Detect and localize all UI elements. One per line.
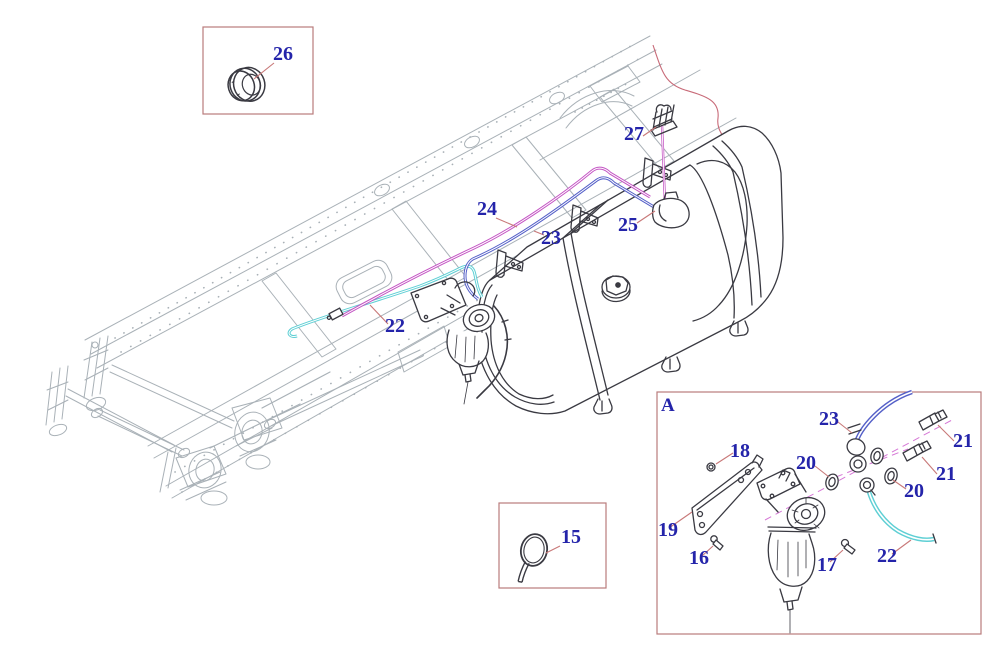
fuel-tank-body — [476, 125, 784, 415]
tank-bracket — [642, 157, 672, 188]
leader-line — [829, 549, 844, 563]
leader-line — [369, 304, 389, 325]
tank-strap — [570, 199, 609, 396]
bolt-16 — [710, 535, 724, 551]
leader-line — [668, 511, 693, 529]
detail-view-label: A — [661, 395, 675, 416]
nut-18 — [706, 462, 716, 472]
leader-line — [533, 230, 545, 236]
banjo-bolt-21 — [918, 409, 948, 431]
tank-bracket — [495, 249, 524, 278]
leader-line — [921, 456, 938, 475]
leader-line — [253, 62, 275, 80]
leader-line — [545, 545, 561, 554]
bolt-17 — [840, 538, 856, 555]
leader-line — [636, 210, 656, 224]
leader-line — [701, 545, 714, 557]
callout-a20b-label: 20 — [904, 480, 924, 502]
fuel-filler-cap — [601, 275, 631, 303]
leader-line — [495, 217, 518, 228]
filter-bowl — [446, 329, 490, 368]
line-end-fitting — [326, 307, 344, 321]
callout-24-label: 24 — [477, 198, 497, 220]
leader-line — [892, 479, 907, 490]
tank-bracket — [570, 204, 599, 233]
rear-axles — [45, 335, 424, 506]
tank-feet — [593, 320, 749, 415]
tank-strap — [712, 145, 753, 306]
callout-a18-label: 18 — [730, 440, 750, 462]
crossmember — [599, 88, 675, 170]
tank-right-rim — [689, 164, 735, 319]
fuel-line-22-cyan — [287, 264, 484, 338]
callout-23-label: 23 — [541, 227, 561, 249]
tank-outlet-fitting-25 — [651, 191, 690, 229]
assembly-centerline — [835, 448, 909, 478]
inset-box-grommet — [202, 26, 314, 115]
leader-lines — [253, 62, 955, 563]
callout-26-label: 26 — [273, 43, 293, 65]
leader-line — [937, 424, 955, 442]
callout-22-label: 22 — [385, 315, 405, 337]
callout-a22-label: 22 — [877, 545, 897, 567]
detail-dark-parts — [691, 409, 948, 634]
banjo-bolt-21 — [902, 440, 932, 462]
callout-a17-label: 17 — [817, 554, 837, 576]
callout-a20a-label: 20 — [796, 452, 816, 474]
tank-top-edge — [489, 164, 691, 281]
callout-a21b-label: 21 — [936, 463, 956, 485]
fuel-tank — [476, 125, 784, 415]
tank-strap — [721, 140, 762, 298]
crossmember — [511, 136, 587, 219]
fuel-line-24-magenta — [341, 124, 667, 318]
callout-a19-label: 19 — [658, 519, 678, 541]
callout-a21a-label: 21 — [953, 430, 973, 452]
leader-line — [837, 421, 853, 434]
callout-27-label: 27 — [624, 123, 644, 145]
tank-strap — [562, 204, 601, 401]
crossmember — [261, 272, 337, 358]
callout-a16-label: 16 — [689, 547, 709, 569]
inset-box-ring — [498, 502, 607, 589]
washer-20 — [870, 447, 884, 465]
pipe-clamp-bracket-27 — [650, 104, 678, 137]
detail-box-a — [656, 389, 982, 635]
callout-25-label: 25 — [618, 214, 638, 236]
leader-line — [891, 539, 912, 555]
detail-hose-22-cyan — [866, 491, 935, 542]
hose-union-fitting — [846, 423, 937, 544]
filter-bowl — [767, 532, 816, 587]
leader-line — [814, 465, 830, 478]
far-rail — [84, 35, 651, 341]
fuel-filter-main — [410, 277, 512, 405]
grommet-part — [227, 66, 266, 102]
callout-15-label: 15 — [561, 526, 581, 548]
washer-20 — [825, 473, 839, 491]
fuel-filter-detail — [756, 467, 826, 634]
inset-box-border — [498, 502, 607, 589]
washer-20 — [884, 467, 898, 485]
leader-line — [642, 126, 657, 137]
callout-a23-label: 23 — [819, 408, 839, 430]
filter-bracket-19 — [691, 454, 764, 536]
leader-line — [715, 452, 734, 465]
main-dark-parts — [326, 104, 690, 405]
fuel-line-23-blue — [463, 176, 655, 301]
